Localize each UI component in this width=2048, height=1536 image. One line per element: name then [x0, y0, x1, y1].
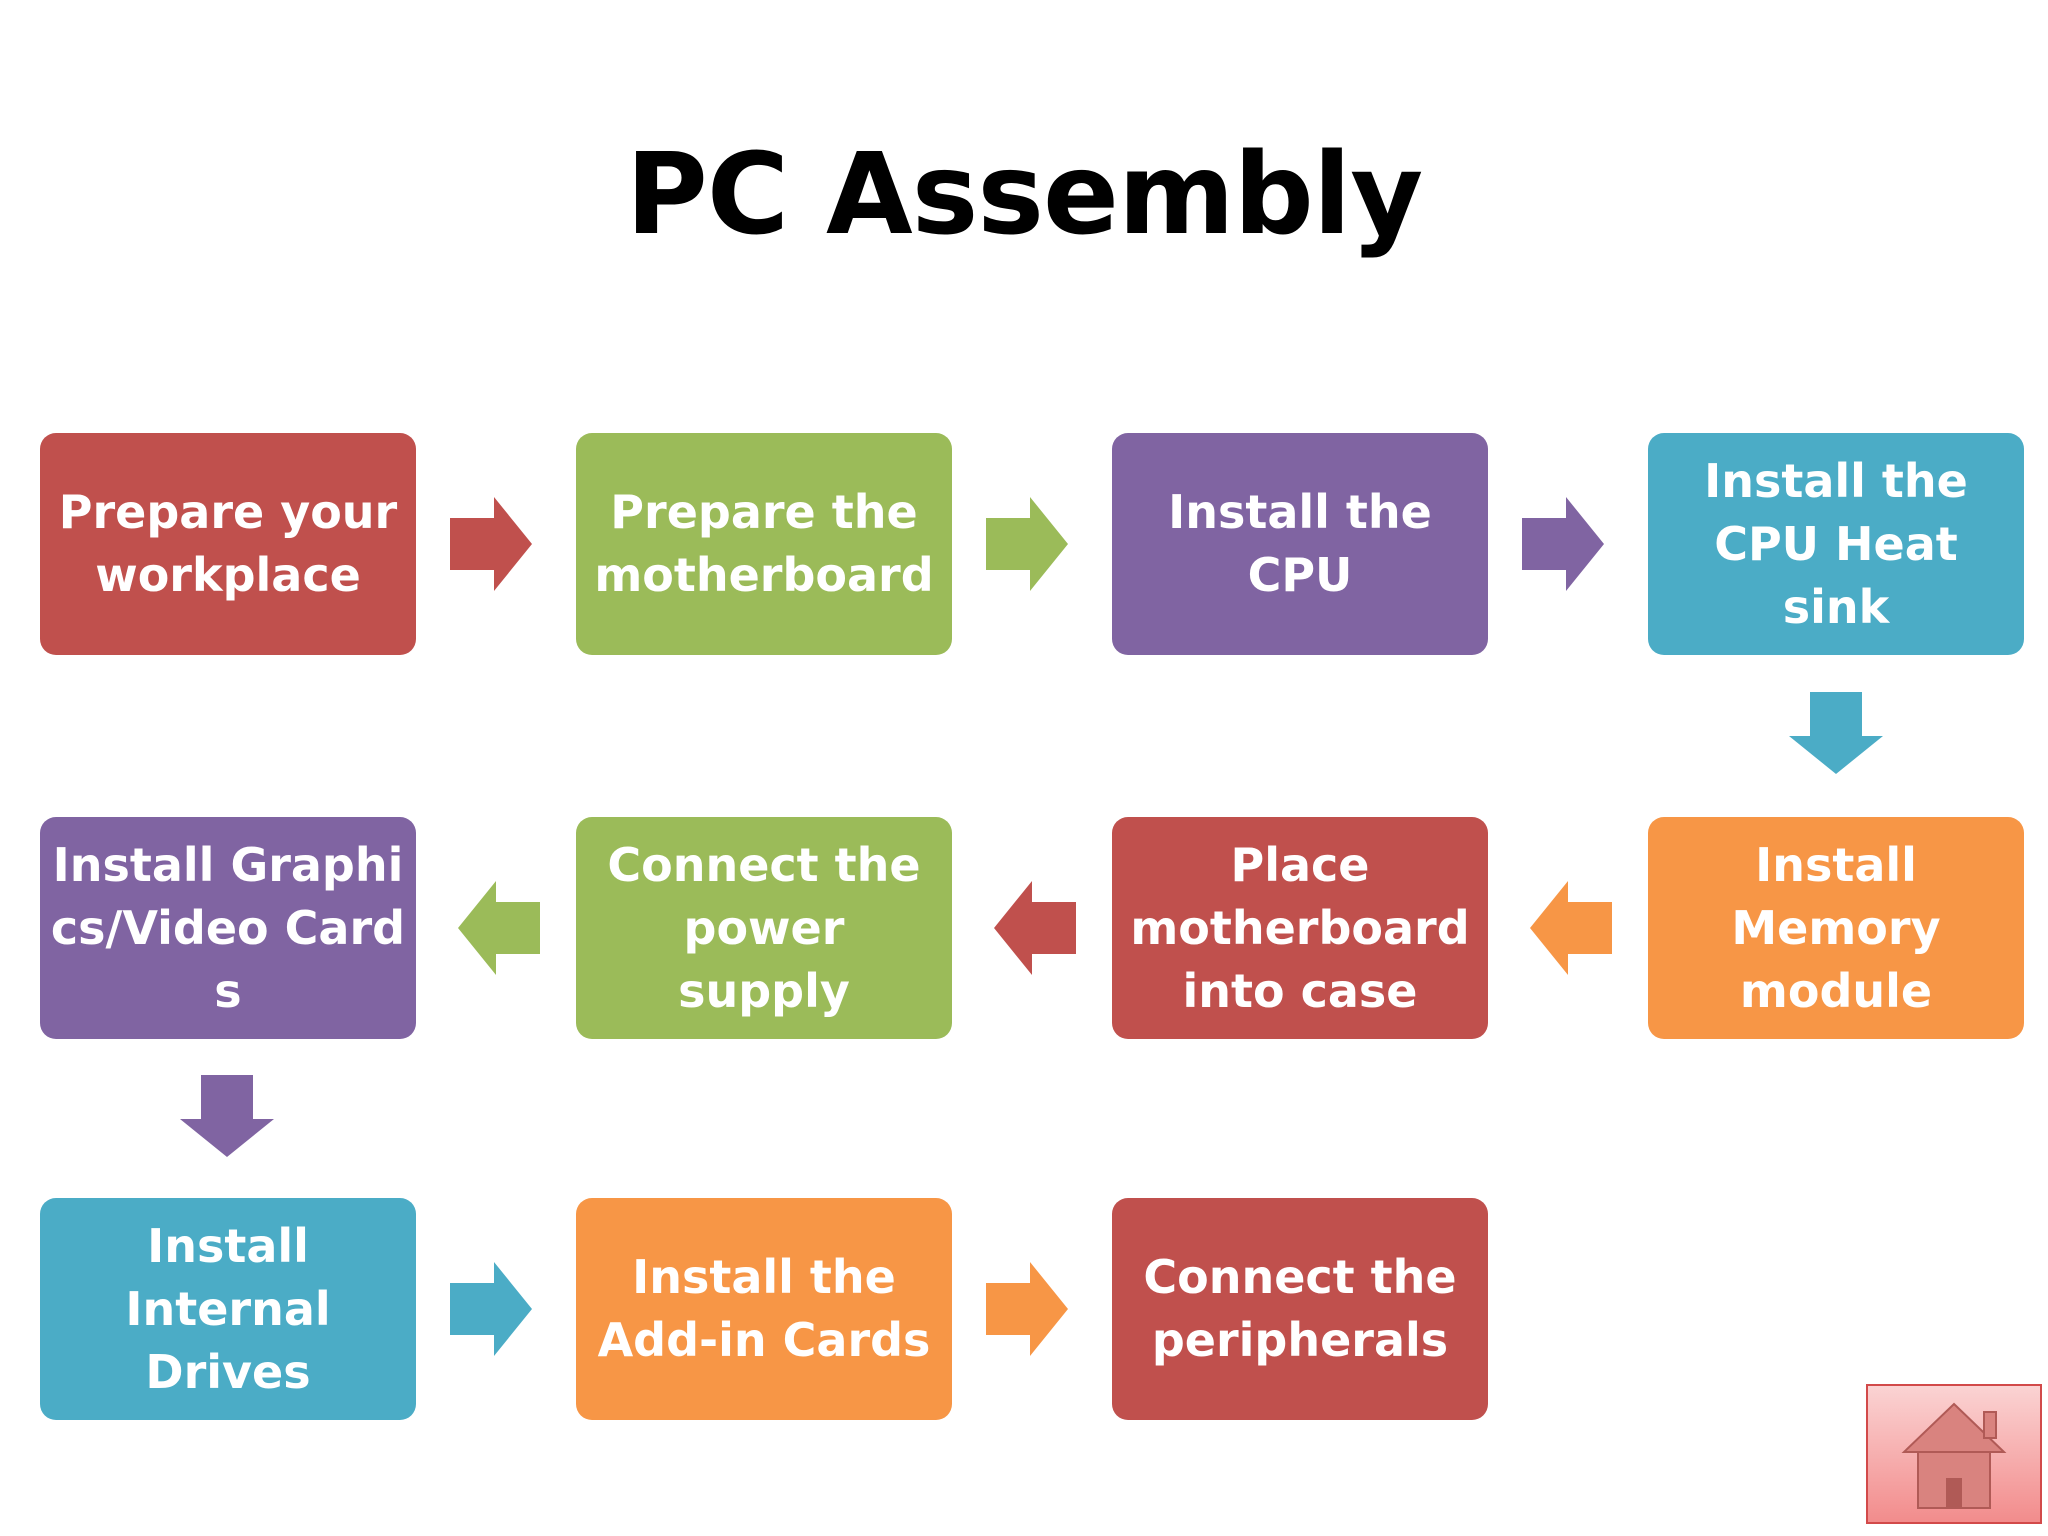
step-install-cpu-heat-sink[interactable]: Install the CPU Heat sink — [1648, 433, 2024, 655]
arrow-right-icon — [986, 1262, 1068, 1356]
home-icon — [1901, 1402, 2007, 1509]
arrow-right-icon — [450, 497, 532, 591]
step-install-graphics-video-cards[interactable]: Install Graphics/Video Cards — [40, 817, 416, 1039]
step-connect-power-supply[interactable]: Connect the power supply — [576, 817, 952, 1039]
page-title: PC Assembly — [625, 130, 1424, 260]
step-label: Connect the power supply — [607, 837, 921, 1018]
step-install-internal-drives[interactable]: Install Internal Drives — [40, 1198, 416, 1420]
arrow-right-icon — [1522, 497, 1604, 591]
step-install-memory-module[interactable]: Install Memory module — [1648, 817, 2024, 1039]
arrow-left-icon — [458, 881, 540, 975]
step-connect-peripherals[interactable]: Connect the peripherals — [1112, 1198, 1488, 1420]
step-prepare-workplace[interactable]: Prepare your workplace — [40, 433, 416, 655]
step-label: Install Graphics/Video Cards — [50, 837, 406, 1018]
arrow-right-icon — [986, 497, 1068, 591]
step-label: Install Memory module — [1731, 837, 1941, 1018]
arrow-down-icon — [180, 1075, 274, 1157]
step-label: Install Internal Drives — [125, 1218, 331, 1399]
arrow-down-icon — [1789, 692, 1883, 774]
step-label: Connect the peripherals — [1143, 1250, 1457, 1367]
step-label: Install the CPU Heat sink — [1704, 453, 1968, 634]
step-install-add-in-cards[interactable]: Install the Add-in Cards — [576, 1198, 952, 1420]
arrow-left-icon — [994, 881, 1076, 975]
arrow-right-icon — [450, 1262, 532, 1356]
step-label: Prepare your workplace — [58, 485, 398, 602]
step-label: Install the Add-in Cards — [597, 1250, 931, 1367]
step-prepare-motherboard[interactable]: Prepare the motherboard — [576, 433, 952, 655]
step-label: Prepare the motherboard — [594, 485, 934, 602]
step-label: Install the CPU — [1168, 485, 1432, 602]
step-install-cpu[interactable]: Install the CPU — [1112, 433, 1488, 655]
step-place-motherboard-into-case[interactable]: Place motherboard into case — [1112, 817, 1488, 1039]
step-label: Place motherboard into case — [1130, 837, 1470, 1018]
home-button[interactable] — [1866, 1384, 2042, 1524]
arrow-left-icon — [1530, 881, 1612, 975]
